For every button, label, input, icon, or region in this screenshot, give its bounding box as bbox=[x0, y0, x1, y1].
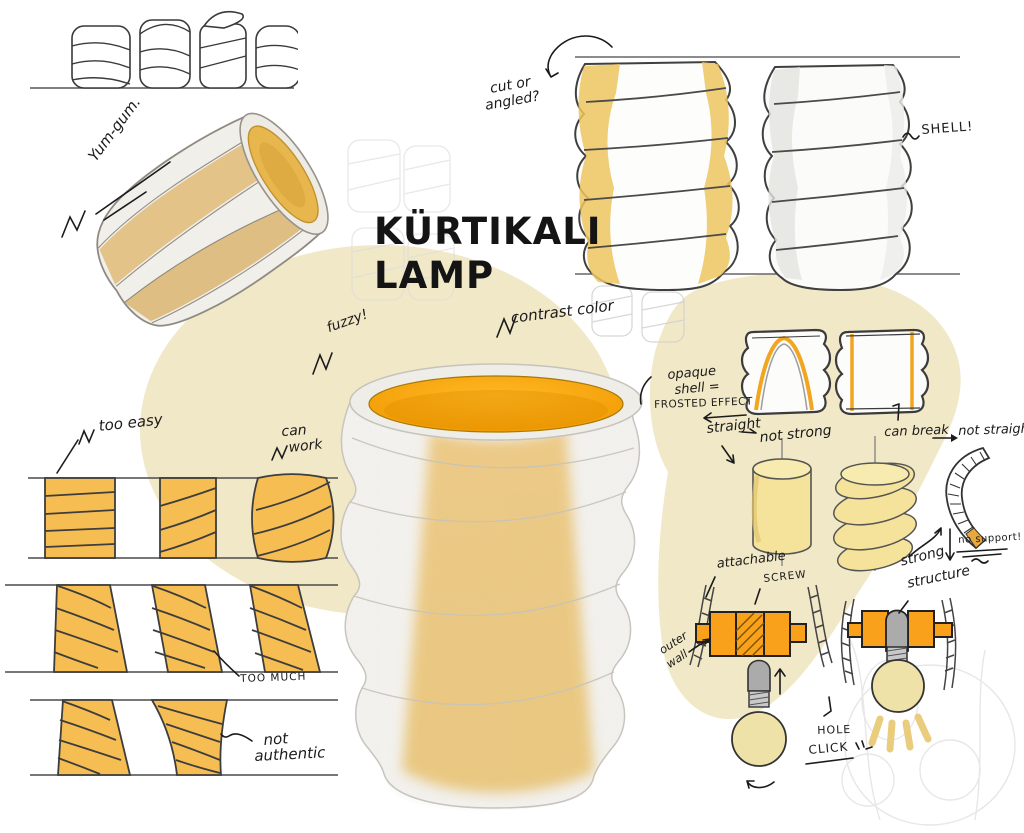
swatch-rows-sketch bbox=[5, 473, 338, 776]
annotation-can: can bbox=[280, 422, 308, 440]
shelf-studies-sketch bbox=[30, 10, 298, 89]
attachment-diagrams-sketch bbox=[689, 584, 957, 767]
annotation-not-straight: not straight bbox=[957, 421, 1024, 439]
annotation-authentic: authentic bbox=[253, 743, 326, 765]
annotation-shell-equals: shell = bbox=[673, 379, 721, 398]
annotation-straight: straight bbox=[705, 415, 762, 437]
cross-section-sketch bbox=[740, 328, 930, 416]
page-title-line1: KÜRTIKALI bbox=[374, 210, 602, 253]
page-title: KÜRTIKALI LAMP bbox=[374, 210, 602, 297]
spiral-studies-sketch bbox=[574, 56, 960, 292]
annotation-can-break: can break bbox=[883, 422, 950, 440]
page-title-line2: LAMP bbox=[374, 253, 495, 297]
cylinder-studies-sketch bbox=[751, 436, 991, 572]
annotation-work: work bbox=[287, 436, 324, 456]
hero-lamp-sketch bbox=[340, 363, 643, 811]
annotation-hole: HOLE bbox=[816, 722, 852, 737]
annotation-too-much: TOO MUCH bbox=[239, 670, 307, 685]
